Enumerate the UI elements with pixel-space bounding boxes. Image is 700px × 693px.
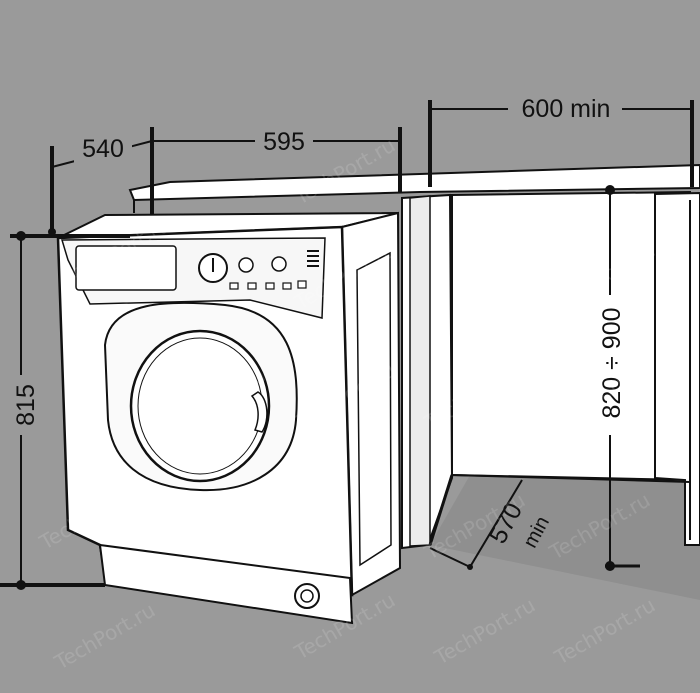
label-mask [508,94,622,124]
small-knob-icon [238,257,254,273]
drum-door-icon [103,301,298,492]
filter-cap-icon [294,583,320,609]
dim-counter-height-label: 820 ÷ 900 [598,307,626,418]
label-mask [595,295,627,435]
label-mask [8,375,34,435]
floor-shadow [430,475,700,600]
label-mask [74,133,132,163]
dim-depth-label: 540 [82,135,124,163]
control-knob-icon [198,253,228,283]
washing-machine-icon [56,211,402,625]
counter-top-icon [128,163,700,213]
label-mask [255,126,313,156]
indicator-leds [307,250,319,267]
dim-gap-width-label: 600 min [522,95,611,123]
dim-height-label: 815 [12,384,40,426]
dimension-points [16,185,615,590]
detergent-drawer [75,245,177,291]
dim-width-label: 595 [263,128,305,156]
kitchen-cabinet-icon [401,190,700,550]
small-knob-icon [271,256,287,272]
door-handle-icon [250,391,268,433]
panel-buttons [229,280,307,290]
